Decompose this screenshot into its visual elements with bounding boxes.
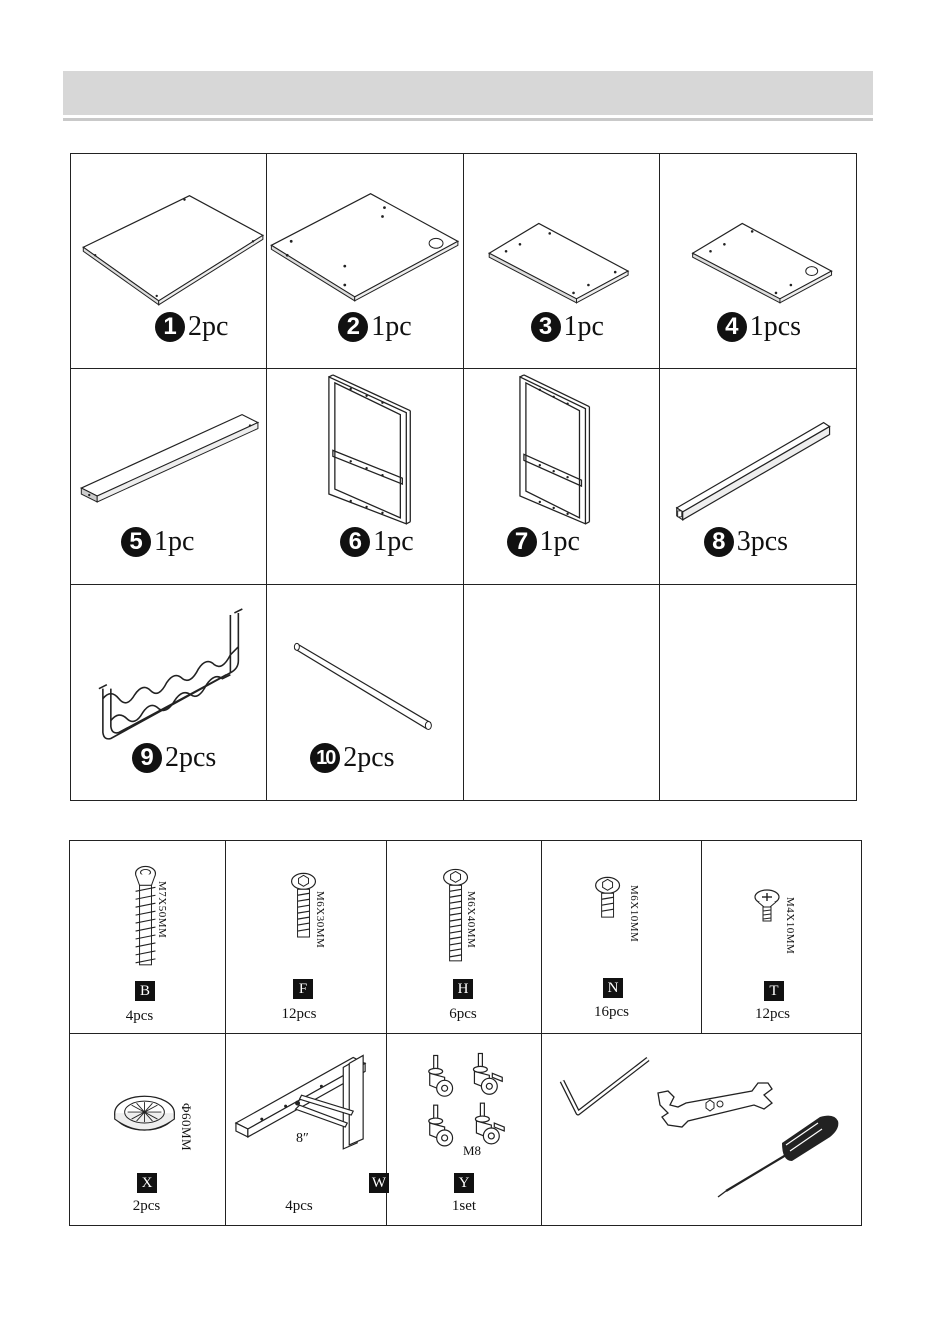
part-number-badge: 3 — [531, 312, 561, 342]
part-cell-6: 6 1pc — [267, 369, 463, 584]
tools-cell — [542, 1033, 863, 1225]
allen-key-icon — [562, 1059, 648, 1113]
hardware-code: N — [603, 978, 623, 998]
hardware-quantity: 6pcs — [386, 1006, 540, 1023]
part-cell-1: 1 2pc — [71, 154, 267, 369]
hardware-cell-n: M6X10MM N 16pcs — [542, 841, 702, 1033]
part-cell-4: 4 1pcs — [660, 154, 856, 369]
hardware-cell-h: M6X40MM H 6pcs — [387, 841, 542, 1033]
part-quantity: 1pcs — [750, 313, 801, 341]
part-number-badge: 9 — [132, 743, 162, 773]
hardware-size: M4X10MM — [784, 897, 796, 954]
hardware-row: M7X50MM B 4pcs M6X30MM F 12pcs — [70, 841, 861, 1034]
part-cell-2: 2 1pc — [267, 154, 463, 369]
hardware-size: M7X50MM — [156, 881, 168, 938]
folding-bracket-icon — [226, 1033, 386, 1225]
part-number-badge: 5 — [121, 527, 151, 557]
hardware-code: W — [369, 1173, 389, 1193]
hardware-quantity: 4pcs — [219, 1198, 379, 1215]
hardware-size: Φ60MM — [178, 1103, 194, 1151]
part-number-badge: 10 — [310, 743, 340, 773]
empty-cell — [660, 585, 856, 800]
hardware-code: X — [137, 1173, 157, 1193]
hardware-quantity: 12pcs — [692, 1006, 853, 1023]
hardware-size: M8 — [463, 1143, 481, 1159]
part-cell-9: 9 2pcs — [71, 585, 267, 800]
hex-socket-bolt-icon — [226, 841, 386, 1033]
part-quantity: 2pcs — [165, 744, 216, 772]
hardware-quantity: 16pcs — [532, 1004, 691, 1021]
part-quantity: 1pc — [373, 528, 413, 556]
part-cell-8: 8 3pcs — [660, 369, 856, 584]
part-number-badge: 7 — [507, 527, 537, 557]
hardware-code: B — [135, 981, 155, 1001]
part-number-badge: 1 — [155, 312, 185, 342]
empty-cell — [464, 585, 660, 800]
hardware-cell-y: M8 Y 1set — [387, 1033, 542, 1225]
hardware-code: F — [293, 979, 313, 999]
hardware-size: M6X40MM — [465, 891, 477, 948]
part-number-badge: 8 — [704, 527, 734, 557]
part-cell-10: 10 2pcs — [267, 585, 463, 800]
hex-socket-bolt-icon — [387, 841, 541, 1033]
cable-grommet-icon — [70, 1033, 225, 1225]
hardware-cell-t: M4X10MM T 12pcs — [702, 841, 863, 1033]
hardware-cell-b: M7X50MM B 4pcs — [70, 841, 226, 1033]
screwdriver-icon — [718, 1116, 838, 1197]
hardware-size: M6X30MM — [314, 891, 326, 948]
part-number-badge: 6 — [340, 527, 370, 557]
part-number-badge: 4 — [717, 312, 747, 342]
hardware-code: T — [764, 981, 784, 1001]
hardware-quantity: 1set — [387, 1198, 541, 1215]
part-quantity: 3pcs — [737, 528, 788, 556]
hardware-quantity: 2pcs — [69, 1198, 224, 1215]
caster-wheels-icon — [387, 1033, 541, 1225]
part-cell-5: 5 1pc — [71, 369, 267, 584]
hardware-size: M6X10MM — [628, 885, 640, 942]
part-quantity: 2pcs — [343, 744, 394, 772]
part-cell-7: 7 1pc — [464, 369, 660, 584]
part-cell-3: 3 1pc — [464, 154, 660, 369]
hardware-size: 8″ — [296, 1131, 309, 1147]
hardware-code: H — [453, 979, 473, 999]
part-quantity: 1pc — [540, 528, 580, 556]
part-quantity: 1pc — [154, 528, 194, 556]
hardware-quantity: 12pcs — [219, 1006, 379, 1023]
part-quantity: 2pc — [188, 313, 228, 341]
cam-bolt-icon — [70, 841, 225, 1033]
hardware-code: Y — [454, 1173, 474, 1193]
wrench-icon — [658, 1083, 772, 1127]
part-quantity: 1pc — [564, 313, 604, 341]
phillips-screw-icon — [702, 841, 863, 1033]
hardware-row: Φ60MM X 2pcs 8″ — [70, 1033, 861, 1225]
parts-grid: 1 2pc 2 1pc 3 1pc — [70, 153, 857, 801]
part-quantity: 1pc — [371, 313, 411, 341]
header-bar — [63, 71, 873, 115]
hardware-cell-w: 8″ W 4pcs — [226, 1033, 387, 1225]
header-rule — [63, 118, 873, 121]
hardware-cell-f: M6X30MM F 12pcs — [226, 841, 387, 1033]
hardware-table: M7X50MM B 4pcs M6X30MM F 12pcs — [69, 840, 862, 1226]
part-number-badge: 2 — [338, 312, 368, 342]
hardware-quantity: 4pcs — [62, 1008, 217, 1025]
hardware-cell-x: Φ60MM X 2pcs — [70, 1033, 226, 1225]
